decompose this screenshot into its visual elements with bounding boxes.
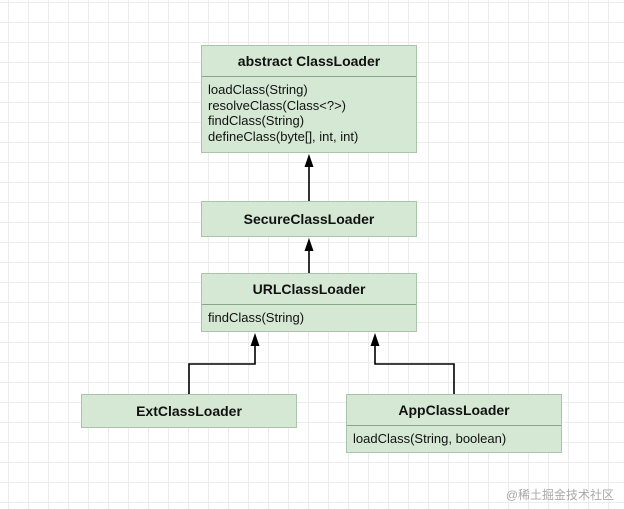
class-name: abstract ClassLoader [237, 53, 381, 69]
arrowhead-url-right [370, 333, 380, 346]
class-ext[interactable]: ExtClassLoader [81, 394, 297, 428]
method: loadClass(String) [208, 82, 308, 97]
class-methods: findClass(String) [202, 305, 416, 326]
class-name: ExtClassLoader [136, 403, 242, 419]
edge-ext-to-url [188, 345, 256, 394]
arrowhead-classloader [304, 154, 314, 167]
class-app[interactable]: AppClassLoader loadClass(String, boolean… [346, 394, 562, 453]
class-name: AppClassLoader [398, 402, 510, 418]
arrowhead-secure [304, 238, 314, 251]
method: resolveClass(Class<?>) [208, 97, 346, 113]
arrowhead-url-left [250, 333, 260, 346]
method: findClass(String) [208, 310, 305, 325]
class-name: SecureClassLoader [243, 211, 375, 227]
method: findClass(String) [208, 113, 305, 128]
class-divider [347, 425, 561, 426]
class-methods: loadClass(String) resolveClass(Class<?>)… [202, 77, 416, 144]
class-divider [202, 76, 416, 77]
class-secure[interactable]: SecureClassLoader [201, 201, 417, 237]
watermark: @稀土掘金技术社区 [505, 488, 614, 502]
method: loadClass(String, boolean) [353, 431, 507, 446]
method: defineClass(byte[], int, int) [208, 128, 359, 144]
class-classloader[interactable]: abstract ClassLoader loadClass(String) r… [201, 45, 417, 153]
class-divider [202, 304, 416, 305]
class-name: URLClassLoader [252, 281, 366, 297]
class-methods: loadClass(String, boolean) [347, 426, 561, 447]
edge-app-to-url [374, 345, 455, 394]
class-url[interactable]: URLClassLoader findClass(String) [201, 273, 417, 332]
